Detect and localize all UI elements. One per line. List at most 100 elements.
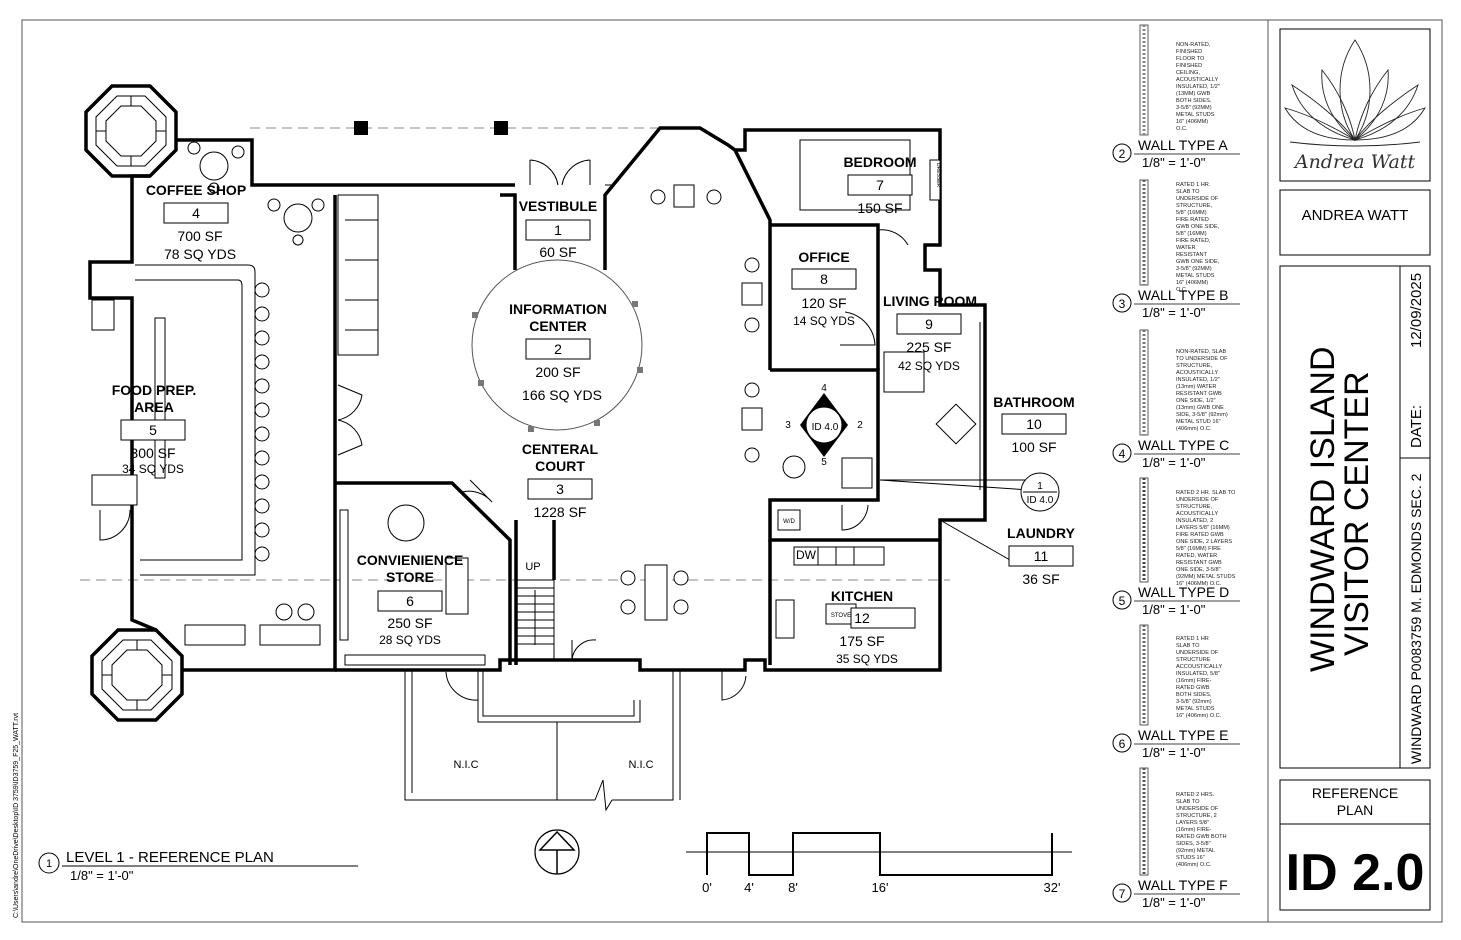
sheet-title-line2: PLAN xyxy=(1337,802,1374,818)
wall-note-line: RATED, WATER xyxy=(1176,553,1217,559)
wall-ref-circle xyxy=(1112,293,1132,313)
wall-note-line: STRUCTURE, xyxy=(1176,363,1212,369)
wall-note-line: RATED 1 HR. xyxy=(1176,182,1211,188)
wall-note-line: ACOUSTICALLY xyxy=(1176,77,1218,83)
room-number-vestibule: 1 xyxy=(554,222,562,238)
wall-note-line: 16" (406MM) O.C. xyxy=(1176,581,1222,587)
wall-note-line: METAL STUDS xyxy=(1176,706,1215,712)
room-number-info: 2 xyxy=(554,341,562,357)
room-name-kitchen: KITCHEN xyxy=(831,588,893,604)
designer-name: ANDREA WATT xyxy=(1302,207,1409,224)
info-center-ring xyxy=(471,259,643,432)
wall-note-line: RESISTANT GWB xyxy=(1176,391,1222,397)
armchair xyxy=(883,351,925,393)
wall-type-scale: 1/8" = 1'-0" xyxy=(1142,745,1206,760)
wall-type-scale: 1/8" = 1'-0" xyxy=(1142,602,1206,617)
project-box xyxy=(1279,265,1431,769)
scale-tick-32: 32' xyxy=(1044,880,1061,895)
room-name-info-line2: CENTER xyxy=(529,318,587,334)
wall-shelf xyxy=(339,509,349,641)
wall-ref-number: 4 xyxy=(1119,447,1126,461)
detail-ref: ID 4.0 xyxy=(1027,495,1054,506)
logo-script: Andrea Watt xyxy=(1293,151,1416,173)
wall-ref-number: 5 xyxy=(1119,594,1126,608)
room-labels: COFFEE SHOP 4 700 SF 78 SQ YDS VESTIBULE… xyxy=(112,154,1076,666)
wall-note-line: INSULATED, 1/2" xyxy=(1176,84,1220,90)
room-area-living-room: 225 SF xyxy=(906,339,951,355)
bench xyxy=(184,624,246,646)
scale-bar: 0' 4' 8' 16' 32' xyxy=(686,832,1072,895)
dresser-label: DRESSER xyxy=(935,163,941,188)
plan-scale: 1/8" = 1'-0" xyxy=(70,868,134,883)
column-marker xyxy=(494,121,508,135)
elev-mark-south: 5 xyxy=(821,457,827,468)
room-name-info-line1: INFORMATION xyxy=(509,301,607,317)
wall-note-line: 5/8" (16MM) FIRE xyxy=(1176,546,1221,552)
column-marker xyxy=(354,121,368,135)
room-area-food: 300 SF xyxy=(130,445,175,461)
wall-type-label: WALL TYPE D xyxy=(1138,584,1229,600)
wall-note-line: INSULATED, 1/2" xyxy=(1176,377,1220,383)
detail-callout xyxy=(1020,472,1060,512)
wall-note-line: GWB ONE SIDE, xyxy=(1176,224,1220,230)
wall-ref-circle xyxy=(1112,733,1132,753)
wall-note-line: (16mm) FIRE- xyxy=(1176,678,1212,684)
wall-note-line: SLAB TO xyxy=(1176,189,1200,195)
wall-note-line: 16" (406MM) xyxy=(1176,280,1208,286)
wall-note-line: (13mm) WATER xyxy=(1176,384,1216,390)
stove-label: STOVE xyxy=(831,613,851,619)
door-swing xyxy=(571,639,597,661)
room-number-bedroom: 7 xyxy=(876,177,884,193)
turret-top xyxy=(84,84,178,178)
room-name-coffee-shop: COFFEE SHOP xyxy=(146,182,246,198)
sheet-number-box xyxy=(1279,823,1431,911)
room-area-laundry: 36 SF xyxy=(1022,571,1059,587)
wall-type-scale: 1/8" = 1'-0" xyxy=(1142,895,1206,910)
logo-frame xyxy=(1279,28,1431,182)
wall-ref-number: 2 xyxy=(1119,147,1126,161)
dresser xyxy=(929,159,941,201)
wall-note-line: ACOUSTICALLY xyxy=(1176,511,1218,517)
room-name-store-line1: CONVIENIENCE xyxy=(357,552,464,568)
wall-note-line: RATED 1 HR xyxy=(1176,636,1209,642)
scale-tick-0: 0' xyxy=(702,880,712,895)
washer-dryer xyxy=(777,509,801,531)
sheet-title-line1: REFERENCE xyxy=(1312,785,1398,801)
scale-tick-4: 4' xyxy=(744,880,754,895)
title-block: Andrea Watt ANDREA WATT WINDWARD ISLAND … xyxy=(1279,28,1431,911)
wall-ref-circle xyxy=(1112,143,1132,163)
wall-note-line: 16" (406mm) O.C. xyxy=(1176,713,1222,719)
room-name-bathroom: BATHROOM xyxy=(993,394,1074,410)
wall-note-line: (13mm) GWB ONE xyxy=(1176,405,1224,411)
wall-note-line: METAL STUD 16" xyxy=(1176,419,1221,425)
wall-note-line: SIDES, 3-5/8" xyxy=(1176,841,1211,847)
wall-note-line: 5/8" (16MM) xyxy=(1176,231,1207,237)
office-wall xyxy=(770,223,880,370)
sheet-number: ID 2.0 xyxy=(1286,844,1425,902)
wall-note-line: FLOOR TO xyxy=(1176,56,1205,62)
wall-note-line: (13MM) GWB xyxy=(1176,91,1210,97)
room-area-coffee-shop: 700 SF xyxy=(177,228,222,244)
wall-note-line: ONE SIDE, 1/2" xyxy=(1176,398,1216,404)
wall-ref-circle xyxy=(1112,590,1132,610)
wall-note-line: FINISHED xyxy=(1176,49,1202,55)
wall-ref-circle xyxy=(1112,443,1132,463)
wall-note-line: BOTH SIDES, xyxy=(1176,692,1212,698)
wall-note-line: (92MM) METAL STUDS xyxy=(1176,574,1236,580)
room-yds-food: 34 SQ YDS xyxy=(122,462,184,476)
scale-tick-8: 8' xyxy=(788,880,798,895)
cabinet xyxy=(91,299,115,331)
room-number-food: 5 xyxy=(149,422,157,438)
room-name-living-room: LIVING ROOM xyxy=(883,293,977,309)
stair xyxy=(514,520,556,665)
room-area-court: 1228 SF xyxy=(534,504,587,520)
wall-note-line: 3-5/8" (92MM) xyxy=(1176,105,1212,111)
wall-note-line: ONE SIDE, 3-5/8" xyxy=(1176,567,1221,573)
coffee-counter xyxy=(135,264,256,576)
wall-type-label: WALL TYPE B xyxy=(1138,287,1229,303)
room-number-coffee-shop: 4 xyxy=(192,205,200,221)
room-area-info: 200 SF xyxy=(535,364,580,380)
bench xyxy=(259,624,321,646)
